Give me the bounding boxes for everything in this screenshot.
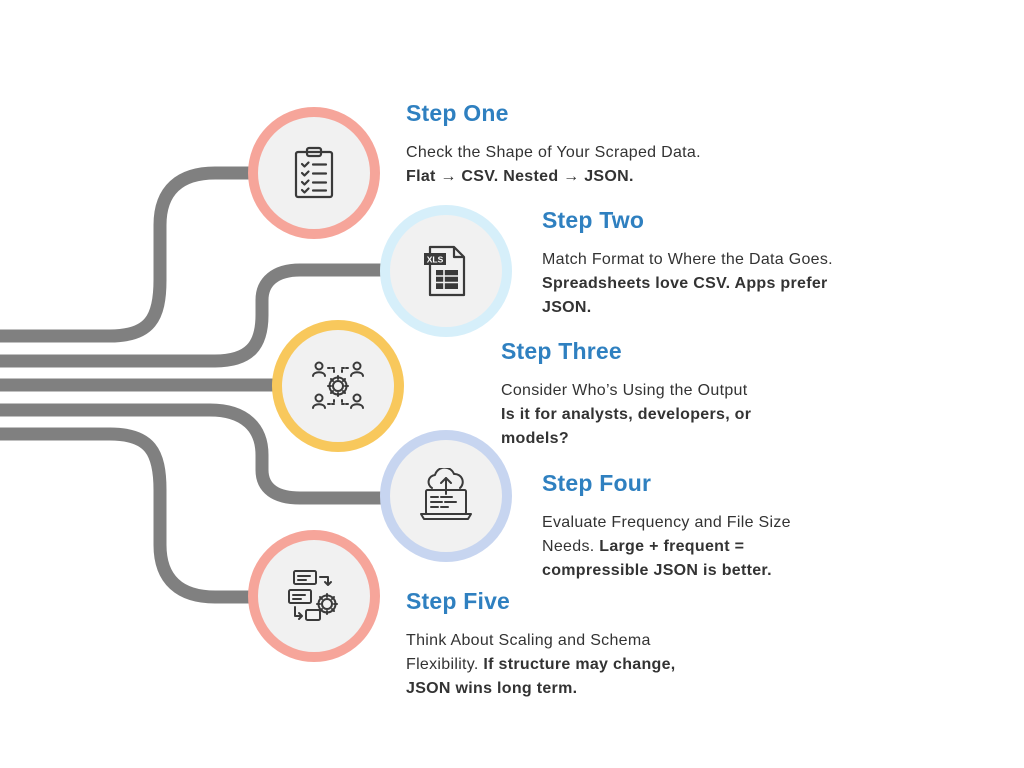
step-two-bold-text: Spreadsheets love CSV. Apps prefer JSON. [542,275,828,316]
clipboard-checklist-icon [294,146,334,199]
step-three-description: Consider Who’s Using the Output Is it for… [501,379,791,451]
team-gear-icon [312,361,364,409]
step-three-title: Step Three [501,338,622,364]
step-four: Step Four Evaluate Frequency and File Si… [542,470,832,583]
step-two-text: Match Format to Where the Data Goes. [542,251,833,268]
step-five-title: Step Five [406,588,511,614]
step-four-bold-text: Large + frequent = compressible JSON is … [542,538,772,579]
step-three-text: Consider Who’s Using the Output [501,382,748,399]
step-four-circle [380,430,512,562]
step-five-text: Think About Scaling and Schema Flexibili… [406,632,651,673]
step-two: Step Two Match Format to Where the Data … [542,207,862,320]
step-three-bold-text: Is it for analysts, developers, or model… [501,406,752,447]
step-five-description: Think About Scaling and Schema Flexibili… [406,629,711,701]
step-one: Step One Check the Shape of Your Scraped… [406,100,706,189]
step-two-circle: XLS [380,205,512,337]
step-one-title: Step One [406,100,509,126]
step-two-description: Match Format to Where the Data Goes. Spr… [542,248,862,320]
step-five: Step Five Think About Scaling and Schema… [406,588,711,701]
step-four-title: Step Four [542,470,652,496]
connector-line-step-four [0,403,384,505]
step-one-circle [248,107,380,239]
workflow-gear-icon [288,570,338,621]
xls-label: XLS [427,255,444,265]
step-one-bold-text: Flat → CSV. Nested → JSON. [406,168,634,185]
step-four-text: Evaluate Frequency and File Size Needs. [542,514,791,555]
step-one-description: Check the Shape of Your Scraped Data. Fl… [406,141,706,189]
step-three-circle [272,320,404,452]
connector-line-step-two [0,263,384,368]
step-three: Step Three Consider Who’s Using the Outp… [501,338,791,451]
connector-line-step-one [0,166,252,343]
step-one-text: Check the Shape of Your Scraped Data. [406,144,701,161]
step-five-bold-text: If structure may change, JSON wins long … [406,656,676,697]
connector-line-step-five [0,427,252,604]
step-two-title: Step Two [542,207,645,233]
step-five-circle [248,530,380,662]
xls-file-icon: XLS [424,245,466,297]
step-four-description: Evaluate Frequency and File Size Needs. … [542,511,832,583]
cloud-upload-laptop-icon [420,468,472,520]
